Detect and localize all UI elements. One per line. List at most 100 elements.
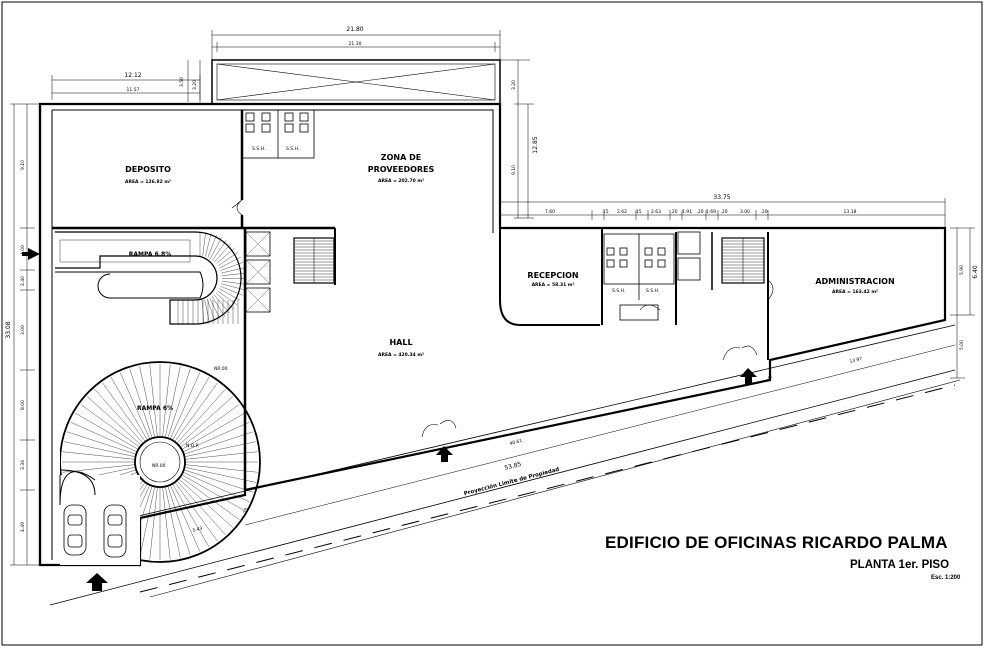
spiral-ray	[176, 389, 226, 444]
spiral-ray	[184, 467, 256, 483]
spiral-ray	[165, 366, 181, 438]
label-level-2: NR.00	[152, 463, 166, 469]
door-deposito	[231, 199, 243, 216]
room-proveedores-2: PROVEEDORES	[368, 165, 435, 174]
building-walls	[38, 59, 961, 606]
spiral-ray	[174, 382, 218, 442]
label-rampa-circ: RAMPA 6%	[137, 405, 173, 412]
spiral-ray	[139, 366, 155, 438]
spiral-ray	[165, 486, 181, 558]
dim-top-inner: 21.30	[349, 41, 362, 47]
dim-mid-seg-3: 2.62	[617, 209, 627, 215]
spiral-ray	[182, 472, 250, 503]
dim-mid-seg-10: .20	[720, 209, 727, 215]
spiral-ray	[80, 404, 140, 448]
dim-right-height-inner: 5.90	[959, 265, 965, 275]
dim-mid-total: 33.75	[713, 194, 730, 201]
dim-left-seg-2: 4.00	[20, 245, 26, 255]
dim-left-seg-4: 3.00	[20, 325, 26, 335]
spiral-ray	[102, 382, 146, 442]
entry-arrow-left	[22, 248, 40, 260]
spiral-ray	[94, 389, 144, 444]
dim-mid-seg-12: .20	[760, 209, 767, 215]
room-recepcion: RECEPCION	[527, 271, 578, 280]
car-2	[103, 504, 127, 558]
dim-mid-seg-11: 3.00	[740, 209, 750, 215]
spiral-ray	[66, 431, 137, 455]
ramp-tread	[221, 273, 246, 276]
stair-admin	[721, 237, 765, 284]
ramp-tread	[221, 267, 245, 274]
dim-mid-seg-9: 1.69	[706, 209, 716, 215]
label-level-1: NR.00	[214, 366, 228, 372]
spiral-ray	[70, 421, 138, 452]
spiral-ray	[119, 372, 150, 440]
ramp-tread	[220, 286, 243, 296]
dim-top-right-small: 3.20	[511, 80, 517, 90]
spiral-ray	[184, 441, 256, 457]
ramp-tread	[221, 280, 246, 285]
dim-street-5: .25	[242, 507, 250, 516]
spiral-ray	[174, 482, 218, 542]
ramp-tread	[210, 237, 222, 259]
spiral-ray	[184, 464, 258, 473]
spiral-ray	[139, 486, 155, 558]
ramp-tread	[219, 256, 242, 269]
spiral-ray	[172, 377, 210, 441]
dim-mid-seg-7: 1.91	[682, 209, 692, 215]
dim-left-seg-1: 9.10	[20, 160, 26, 170]
spiral-ray	[181, 412, 245, 450]
label-rampa-top: RAMPA 6.8%	[129, 251, 171, 258]
elevators-left	[245, 231, 271, 313]
dim-street-6: .25	[766, 375, 774, 384]
stair-steps	[294, 240, 764, 281]
label-proyeccion: Proyección Limite de Propiedad	[463, 466, 560, 497]
ramp-tread	[220, 262, 244, 271]
room-deposito-area: AREA = 126.82 m²	[125, 179, 171, 185]
dim-left-seg-3: 2.40	[20, 276, 26, 286]
ramp-tread	[214, 294, 230, 314]
dim-right-height: 6.40	[972, 265, 979, 279]
spiral-ray	[110, 377, 148, 441]
dim-top-left-2: 11.57	[127, 87, 140, 93]
dim-right-vertical: 12.85	[532, 136, 539, 153]
spiral-ray	[129, 368, 153, 439]
spiral-ray	[183, 469, 254, 493]
dim-top-left-small-1: 3.50	[179, 77, 185, 87]
room-hall-area: AREA = 420.34 m²	[378, 352, 424, 358]
drawing-subtitle: PLANTA 1er. PISO	[850, 559, 950, 571]
right-side-dimensions	[950, 227, 975, 379]
spiral-ray	[87, 396, 142, 446]
drawing-title: EDIFICIO DE OFICINAS RICARDO PALMA	[605, 533, 948, 552]
spiral-ray	[180, 404, 240, 448]
top-dimensions	[51, 30, 530, 105]
spiral-ray	[182, 421, 250, 452]
ramp-tread	[209, 297, 221, 320]
ramp-tread	[205, 233, 212, 257]
room-proveedores-area: AREA = 202.70 m²	[378, 178, 424, 184]
dim-street-4: 5.43	[192, 526, 203, 534]
ss-hh-right-1: S.S.H.	[612, 288, 625, 294]
dim-left-seg-5: 8.00	[20, 400, 26, 410]
spiral-ray	[170, 372, 201, 440]
spiral-ray	[183, 431, 254, 455]
spiral-ray	[167, 485, 191, 556]
dim-top-left-1: 12.12	[124, 72, 141, 79]
spiral-ray	[75, 412, 139, 450]
dim-street-2: 53.85	[504, 461, 523, 472]
label-level-3: N.O.P.	[186, 443, 199, 449]
spiral-ray	[149, 486, 158, 560]
spiral-ray	[167, 368, 191, 439]
spiral-ray	[162, 486, 171, 560]
spiral-ray	[170, 484, 201, 552]
car-1	[63, 504, 87, 556]
spiral-entry	[59, 469, 96, 496]
dim-mid-seg-4: .15	[634, 209, 641, 215]
dim-mid-seg-5: 2.63	[651, 209, 661, 215]
room-administracion-area: AREA = 163.42 m²	[832, 289, 878, 295]
ramp-hatch	[177, 232, 246, 324]
doors	[421, 279, 774, 438]
ss-hh-right-2: S.S.H.	[646, 288, 659, 294]
